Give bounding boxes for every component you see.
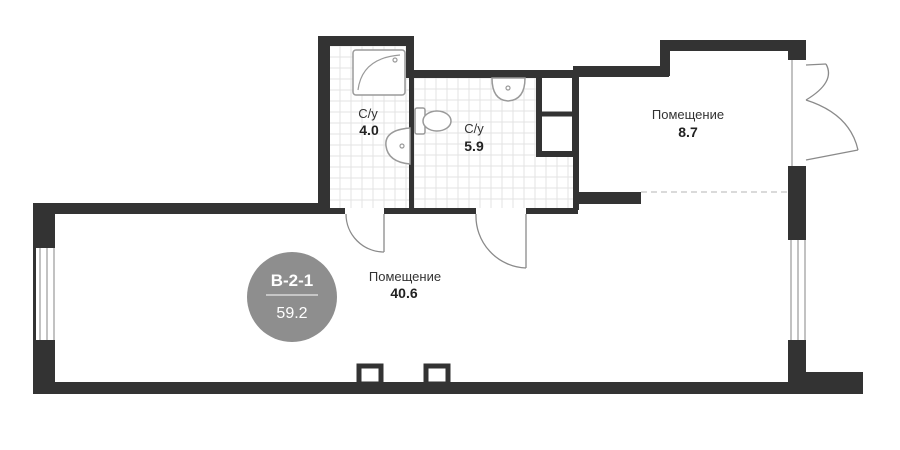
wall-bath1-left [318, 36, 330, 214]
wall-bath1-top [318, 36, 414, 46]
wall-bottom-right [800, 372, 863, 394]
room-area: 40.6 [390, 285, 417, 301]
wall-bath2-bottom-c [526, 208, 578, 214]
shower-tray [352, 49, 406, 96]
wall-main-top [33, 203, 329, 214]
room-area: 5.9 [464, 138, 484, 154]
window-left [36, 248, 58, 340]
room-name: Помещение [369, 269, 441, 284]
wall-small-room-top-right [660, 40, 806, 51]
wall-small-room-partition [573, 192, 641, 204]
wall-right-low [788, 338, 806, 394]
wall-bath-partition [409, 78, 414, 210]
door-bathroom-1 [345, 213, 385, 253]
room-name: С/у [464, 121, 484, 136]
room-label-bathroom-1: С/у 4.0 [358, 106, 379, 138]
sink-bathroom-1 [385, 127, 411, 165]
wall-right-top-stub [788, 40, 806, 62]
wall-bath-bottom-b [384, 208, 476, 214]
apartment-code: B-2-1 [271, 271, 314, 290]
room-label-bathroom-2: С/у 5.9 [464, 121, 484, 154]
room-label-small-room: Помещение 8.7 [652, 107, 724, 140]
apartment-area: 59.2 [276, 305, 307, 322]
wall-bath1-right-top [406, 36, 414, 78]
door-bathroom-2 [475, 213, 527, 269]
room-label-main-room: Помещение 40.6 [369, 269, 441, 301]
wall-bottom [33, 382, 863, 394]
badge-circle [247, 252, 337, 342]
wall-bath2-top [406, 70, 578, 78]
sink-bathroom-2 [491, 77, 526, 102]
room-area: 4.0 [359, 122, 379, 138]
room-name: Помещение [652, 107, 724, 122]
column-2 [423, 363, 451, 387]
room-name: С/у [358, 106, 378, 121]
room-area: 8.7 [678, 124, 698, 140]
column-1 [356, 363, 384, 387]
wall-right-mid [788, 164, 806, 248]
wall-bath1-bottom-a [329, 208, 345, 214]
apartment-badge: B-2-1 59.2 [247, 252, 337, 342]
wall-small-room-top [573, 66, 669, 77]
balcony-door [788, 60, 859, 166]
wall-small-room-step [660, 40, 670, 76]
window-right [788, 240, 808, 340]
toilet [414, 107, 452, 135]
